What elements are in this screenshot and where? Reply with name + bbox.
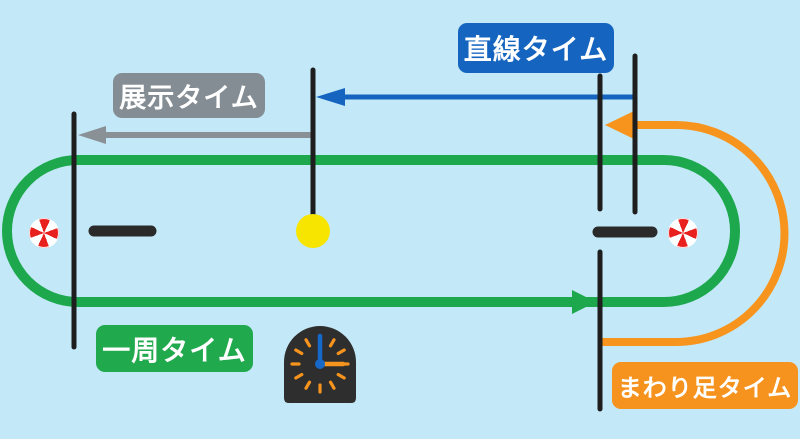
exhibition-time-label: 展示タイム [113, 73, 265, 118]
clock-icon [284, 326, 356, 403]
right-turn-buoy-icon [668, 218, 698, 248]
turn-time-label: まわり足タイム [612, 362, 798, 409]
exhibition-time-arrowhead-icon [78, 126, 106, 144]
straight-time-label: 直線タイム [458, 23, 614, 73]
straight-time-arrowhead-icon [316, 88, 345, 106]
clock-center-dot [315, 359, 325, 369]
lap-arrowhead-icon [572, 290, 596, 314]
turn-path [600, 121, 789, 346]
turn-arrowhead-icon [605, 111, 634, 139]
lap-time-label: 一周タイム [96, 325, 253, 372]
left-turn-buoy-icon [29, 218, 59, 248]
lap-track-path [2, 155, 740, 307]
yellow-buoy-icon [296, 214, 330, 248]
